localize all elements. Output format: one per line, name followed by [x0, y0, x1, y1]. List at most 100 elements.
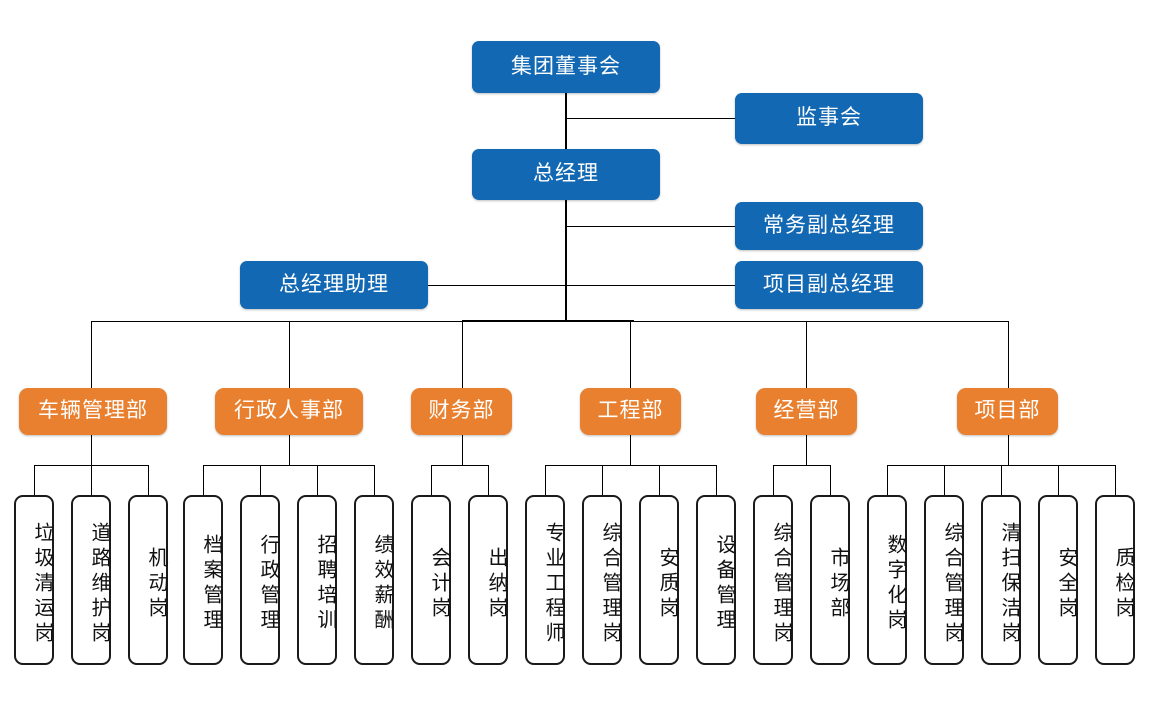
connector-dept3-leaf-1 [431, 465, 432, 496]
node-department-admin-hr[interactable]: 行政人事部 [215, 388, 363, 435]
node-board-of-directors[interactable]: 集团董事会 [472, 41, 660, 93]
node-general-manager[interactable]: 总经理 [472, 149, 660, 200]
node-position-engineering-general-management[interactable]: 综合管理岗 [582, 495, 622, 665]
node-label: 设备管理 [713, 534, 735, 634]
connector-dept5-leaf-1 [773, 465, 774, 496]
node-label: 专业工程师 [542, 521, 564, 647]
node-supervisory-board[interactable]: 监事会 [735, 93, 923, 144]
connector-dept1-leaf-1 [34, 465, 35, 496]
connector-dept6-stem [1008, 435, 1009, 466]
node-position-road-maintenance[interactable]: 道路维护岗 [71, 495, 111, 665]
connector-dept6-leaf-3 [1001, 465, 1002, 496]
node-position-safety[interactable]: 安全岗 [1038, 495, 1078, 665]
connector-gm-spine [565, 200, 567, 322]
node-label: 会计岗 [428, 546, 450, 622]
node-position-equipment-management[interactable]: 设备管理 [696, 495, 736, 665]
connector-drop-dept-4 [630, 321, 631, 388]
node-position-administrative-management[interactable]: 行政管理 [240, 495, 280, 665]
node-department-engineering[interactable]: 工程部 [580, 388, 681, 435]
node-position-accounting[interactable]: 会计岗 [411, 495, 451, 665]
node-project-vice-general-manager[interactable]: 项目副总经理 [735, 261, 923, 309]
connector-dept3-bus [431, 465, 488, 466]
node-label: 绩效薪酬 [371, 534, 393, 634]
connector-gm-to-project-vp [566, 285, 736, 286]
node-label: 档案管理 [200, 534, 222, 634]
connector-dept3-stem [462, 435, 463, 466]
node-label: 安质岗 [656, 546, 678, 622]
node-label: 行政管理 [257, 534, 279, 634]
node-label: 监事会 [796, 106, 862, 130]
connector-dept4-stem [630, 435, 631, 466]
connector-dept6-leaf-4 [1058, 465, 1059, 496]
node-label: 综合管理岗 [599, 521, 621, 647]
node-label: 总经理 [533, 162, 599, 186]
connector-dept4-leaf-4 [716, 465, 717, 496]
node-position-cleaning-sanitation[interactable]: 清扫保洁岗 [981, 495, 1021, 665]
connector-dept1-stem [91, 435, 92, 466]
node-label: 安全岗 [1055, 546, 1077, 622]
connector-drop-dept-1 [91, 321, 92, 388]
node-general-manager-assistant[interactable]: 总经理助理 [240, 261, 428, 309]
node-label: 清扫保洁岗 [998, 521, 1020, 647]
connector-dept3-leaf-2 [488, 465, 489, 496]
node-position-cashier[interactable]: 出纳岗 [468, 495, 508, 665]
node-position-mobile-duty[interactable]: 机动岗 [128, 495, 168, 665]
connector-dept2-bus [203, 465, 374, 466]
node-position-waste-transport[interactable]: 垃圾清运岗 [14, 495, 54, 665]
node-label: 市场部 [827, 546, 849, 622]
node-position-project-general-management[interactable]: 综合管理岗 [924, 495, 964, 665]
node-label: 垃圾清运岗 [31, 521, 53, 647]
node-position-performance-compensation[interactable]: 绩效薪酬 [354, 495, 394, 665]
node-position-quality-inspection[interactable]: 质检岗 [1095, 495, 1135, 665]
node-executive-vice-general-manager[interactable]: 常务副总经理 [735, 202, 923, 250]
connector-dept2-leaf-4 [374, 465, 375, 496]
connector-drop-dept-3 [462, 321, 463, 388]
connector-dept6-leaf-2 [944, 465, 945, 496]
connector-board-to-supervisory [566, 118, 736, 119]
connector-dept2-stem [289, 435, 290, 466]
node-label: 财务部 [428, 399, 495, 423]
node-label: 综合管理岗 [770, 521, 792, 647]
connector-dept5-bus [773, 465, 830, 466]
connector-dept4-leaf-1 [545, 465, 546, 496]
node-position-recruitment-training[interactable]: 招聘培训 [297, 495, 337, 665]
node-position-digitalization[interactable]: 数字化岗 [867, 495, 907, 665]
node-label: 工程部 [597, 399, 664, 423]
node-department-project[interactable]: 项目部 [957, 388, 1058, 435]
connector-dept6-leaf-1 [887, 465, 888, 496]
connector-drop-dept-5 [806, 321, 807, 388]
connector-dept4-leaf-2 [602, 465, 603, 496]
connector-drop-dept-6 [1008, 321, 1009, 388]
connector-drop-dept-2 [289, 321, 290, 388]
node-label: 招聘培训 [314, 534, 336, 634]
node-label: 项目部 [974, 399, 1041, 423]
node-label: 出纳岗 [485, 546, 507, 622]
node-department-finance[interactable]: 财务部 [411, 388, 512, 435]
connector-dept5-leaf-2 [830, 465, 831, 496]
node-department-vehicle-management[interactable]: 车辆管理部 [19, 388, 167, 435]
connector-dept4-bus [545, 465, 716, 466]
node-label: 常务副总经理 [763, 213, 895, 237]
connector-dept2-leaf-2 [260, 465, 261, 496]
connector-board-spine [565, 93, 567, 150]
connector-dept4-leaf-3 [659, 465, 660, 496]
node-label: 质检岗 [1112, 546, 1134, 622]
connector-dept1-leaf-2 [91, 465, 92, 496]
node-position-professional-engineer[interactable]: 专业工程师 [525, 495, 565, 665]
node-label: 综合管理岗 [941, 521, 963, 647]
node-department-operations[interactable]: 经营部 [756, 388, 857, 435]
connector-gm-to-executive-vp [566, 226, 736, 227]
node-label: 机动岗 [145, 546, 167, 622]
node-position-marketing[interactable]: 市场部 [810, 495, 850, 665]
node-label: 集团董事会 [511, 54, 621, 78]
node-position-operations-general-management[interactable]: 综合管理岗 [753, 495, 793, 665]
node-label: 经营部 [773, 399, 840, 423]
connector-department-bus-center [462, 320, 634, 322]
node-label: 行政人事部 [234, 399, 344, 423]
node-label: 道路维护岗 [88, 521, 110, 647]
node-label: 总经理助理 [279, 272, 389, 296]
connector-dept2-leaf-1 [203, 465, 204, 496]
node-position-safety-quality[interactable]: 安质岗 [639, 495, 679, 665]
node-position-archive-management[interactable]: 档案管理 [183, 495, 223, 665]
